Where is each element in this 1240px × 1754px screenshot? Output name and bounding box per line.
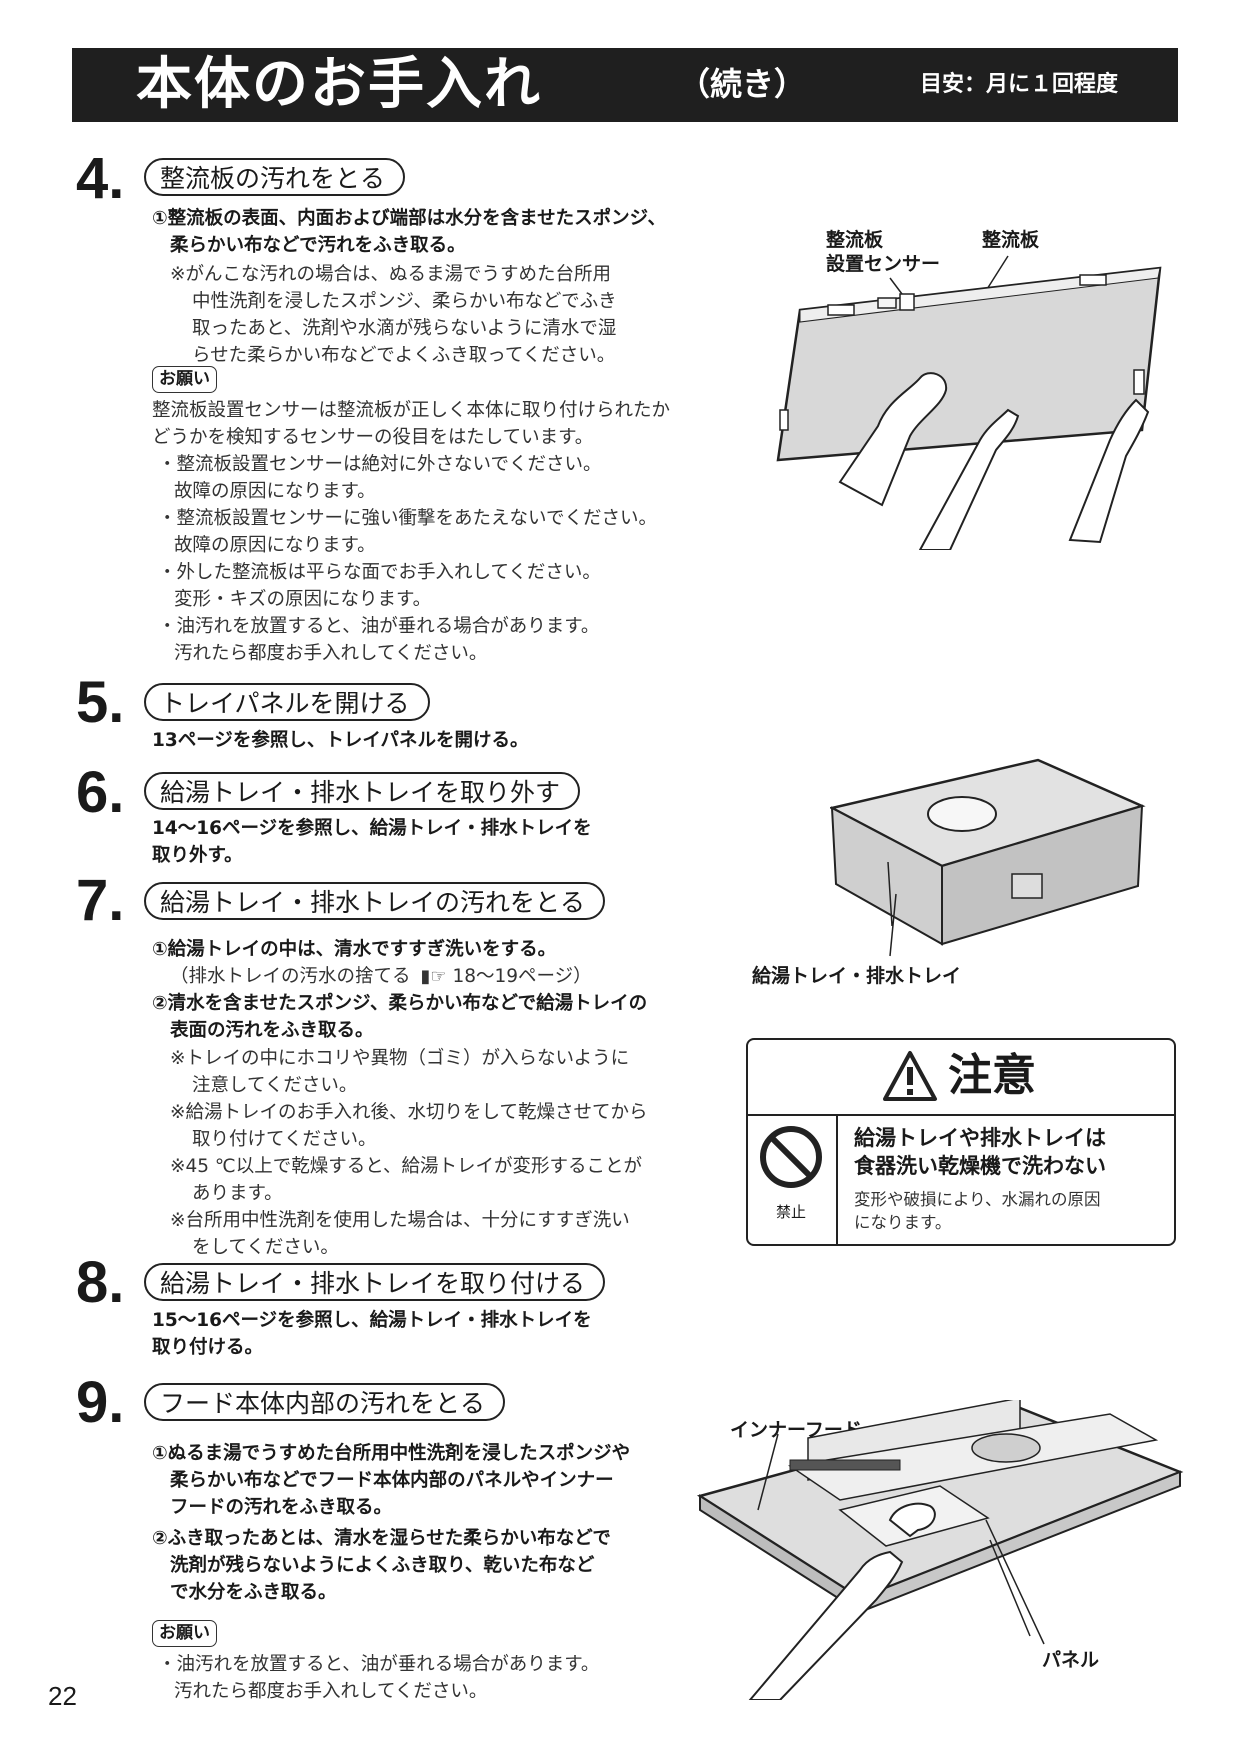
baffle-plate-illustration [776, 255, 1162, 550]
label-panel: パネル [1042, 1649, 1100, 1671]
step-9-request-line: 汚れたら都度お手入れしてください。 [174, 1681, 488, 1702]
prohibit-label: 禁止 [775, 1203, 806, 1221]
step-7-note: ※45 ℃以上で乾燥すると、給湯トレイが変形することが [170, 1156, 642, 1177]
step-4-request-line: ・外した整流板は平らな面でお手入れしてください。 [158, 562, 601, 583]
tray-illustration [830, 758, 1146, 957]
step-4-request-tag: お願い [152, 366, 217, 393]
step-9-line: ①ぬるま湯でうすめた台所用中性洗剤を浸したスポンジや [152, 1443, 631, 1464]
step-4-note: 取ったあと、洗剤や水滴が残らないように清水で湿 [192, 318, 617, 339]
step-7-line: 表面の汚れをふき取る。 [170, 1020, 374, 1041]
step-9-request-tag: お願い [152, 1620, 217, 1647]
prohibited-icon [760, 1126, 822, 1188]
step-8-number: 8. [76, 1250, 125, 1315]
step-7-note: 注意してください。 [192, 1075, 358, 1096]
step-7-note: あります。 [192, 1183, 283, 1204]
step-6-line: 14〜16ページを参照し、給湯トレイ・排水トレイを [152, 818, 592, 839]
step-7-line: ②清水を含ませたスポンジ、柔らかい布などで給湯トレイの [152, 993, 648, 1014]
step-8-title: 給湯トレイ・排水トレイを取り付ける [144, 1263, 606, 1301]
label-sensor: 設置センサー [826, 253, 941, 275]
step-4-number: 4. [76, 146, 125, 211]
step-6-line: 取り外す。 [152, 845, 243, 866]
step-4-title: 整流板の汚れをとる [144, 158, 406, 196]
step-4-request-line: ・整流板設置センサーに強い衝撃をあたえないでください。 [158, 508, 657, 529]
label-tray: 給湯トレイ・排水トレイ [752, 965, 962, 987]
step-9-title: フード本体内部の汚れをとる [144, 1383, 506, 1421]
caution-body: になります。 [854, 1213, 952, 1232]
step-4-request-line: どうかを検知するセンサーの役目をはたしています。 [152, 427, 594, 448]
step-4-request-line: 変形・キズの原因になります。 [174, 589, 432, 610]
warning-triangle-icon [883, 1051, 937, 1101]
label-sensor: 整流板 [826, 229, 884, 251]
step-5-line: 13ページを参照し、トレイパネルを開ける。 [152, 730, 529, 751]
step-4-note: らせた柔らかい布などでよくふき取ってください。 [192, 345, 616, 366]
hood-interior-illustration [696, 1400, 1184, 1700]
step-5-number: 5. [76, 670, 125, 735]
step-7-note: をしてください。 [192, 1237, 339, 1258]
caution-header: 注意 [748, 1040, 1174, 1116]
step-9-number: 9. [76, 1370, 125, 1435]
step-4-note: 中性洗剤を浸したスポンジ、柔らかい布などでふき [192, 291, 617, 312]
frequency-note: 目安：月に１回程度 [920, 72, 1119, 97]
reference-arrow-icon: ▮☞ [420, 966, 447, 987]
page-title: 本体のお手入れ [136, 52, 542, 117]
prohibit-cell: 禁止 [748, 1114, 838, 1244]
step-8-line: 取り付ける。 [152, 1337, 264, 1358]
step-7-number: 7. [76, 868, 125, 933]
step-4-line: 柔らかい布などで汚れをふき取る。 [170, 235, 466, 256]
step-7-note: ※給湯トレイのお手入れ後、水切りをして乾燥させてから [170, 1102, 648, 1123]
step-4-line: ①整流板の表面、内面および端部は水分を含ませたスポンジ、 [152, 208, 667, 229]
step-7-note: ※トレイの中にホコリや異物（ゴミ）が入らないように [170, 1048, 630, 1069]
step-4-request-line: 故障の原因になります。 [174, 481, 376, 502]
step-9-request-line: ・油汚れを放置すると、油が垂れる場合があります。 [158, 1654, 600, 1675]
step-7-line: ①給湯トレイの中は、清水ですすぎ洗いをする。 [152, 939, 557, 960]
step-8-line: 15〜16ページを参照し、給湯トレイ・排水トレイを [152, 1310, 592, 1331]
caution-box: 注意 禁止 給湯トレイや排水トレイは 食器洗い乾燥機で洗わない 変形や破損により… [746, 1038, 1176, 1246]
step-9-line: 洗剤が残らないようによくふき取り、乾いた布など [170, 1555, 595, 1576]
caution-title: 注意 [948, 1050, 1036, 1101]
step-4-request-line: ・油汚れを放置すると、油が垂れる場合があります。 [158, 616, 600, 637]
step-4-request-line: 故障の原因になります。 [174, 535, 376, 556]
step-4-request-line: 整流板設置センサーは整流板が正しく本体に取り付けられたか [152, 400, 671, 421]
step-7-ref-text: （排水トレイの汚水の捨てる [170, 966, 411, 987]
step-4-note: ※がんこな汚れの場合は、ぬるま湯でうすめた台所用 [170, 264, 612, 285]
page-header: 本体のお手入れ （続き） 目安：月に１回程度 [72, 48, 1178, 122]
step-5-title: トレイパネルを開ける [144, 683, 430, 721]
page-subtitle: （続き） [678, 65, 807, 103]
step-7-note: ※台所用中性洗剤を使用した場合は、十分にすすぎ洗い [170, 1210, 630, 1231]
step-4-request-line: 汚れたら都度お手入れしてください。 [174, 643, 488, 664]
caution-body: 変形や破損により、水漏れの原因 [854, 1190, 1101, 1209]
step-7-ref-pages: 18〜19ページ） [446, 966, 592, 987]
step-9-line: ②ふき取ったあとは、清水を湿らせた柔らかい布などで [152, 1528, 611, 1549]
caution-heading: 食器洗い乾燥機で洗わない [854, 1154, 1106, 1178]
step-7-note: 取り付けてください。 [192, 1129, 377, 1150]
caution-heading: 給湯トレイや排水トレイは [854, 1126, 1106, 1150]
step-6-number: 6. [76, 760, 125, 825]
step-6-title: 給湯トレイ・排水トレイを取り外す [144, 772, 581, 810]
step-7-ref: （排水トレイの汚水の捨てる ▮☞ 18〜19ページ） [170, 963, 592, 990]
label-plate: 整流板 [982, 229, 1040, 251]
step-9-line: 柔らかい布などでフード本体内部のパネルやインナー [170, 1470, 614, 1491]
step-4-request-line: ・整流板設置センサーは絶対に外さないでください。 [158, 454, 602, 475]
step-7-title: 給湯トレイ・排水トレイの汚れをとる [144, 882, 606, 920]
page-number: 22 [48, 1681, 77, 1711]
step-9-line: フードの汚れをふき取る。 [170, 1497, 393, 1518]
step-9-line: で水分をふき取る。 [170, 1582, 337, 1603]
